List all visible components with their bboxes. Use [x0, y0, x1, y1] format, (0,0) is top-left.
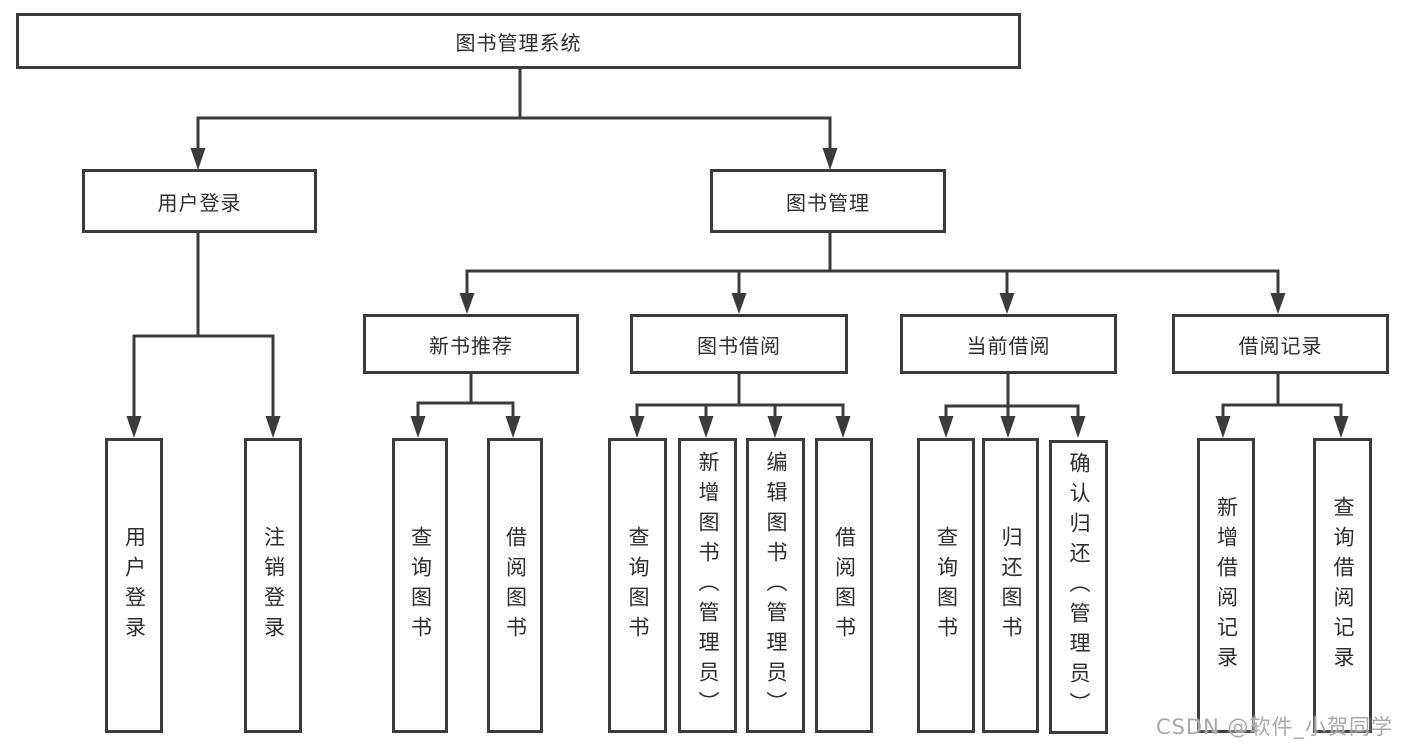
node-bb-borrow-books: 借阅图书 — [815, 438, 873, 733]
node-bb-edit-books-label: 编辑图书（管理员） — [764, 450, 788, 721]
node-user-login-label: 用户登录 — [157, 190, 242, 215]
node-root: 图书管理系统 — [16, 13, 1021, 69]
node-bb-query-books: 查询图书 — [608, 438, 667, 733]
node-br-query-record: 查询借阅记录 — [1313, 438, 1372, 733]
node-book-borrow-label: 图书借阅 — [697, 333, 781, 358]
watermark-text: CSDN @软件_小贺同学 — [1155, 715, 1393, 739]
node-login-label: 用户登录 — [122, 525, 147, 646]
node-cb-confirm-return: 确认归还（管理员） — [1049, 440, 1108, 734]
node-current-borrow: 当前借阅 — [900, 314, 1117, 374]
node-cb-return-books-label: 归还图书 — [999, 525, 1023, 646]
node-bb-add-books: 新增图书（管理员） — [678, 438, 737, 733]
node-borrow-records: 借阅记录 — [1172, 314, 1389, 374]
node-current-borrow-label: 当前借阅 — [966, 333, 1051, 358]
node-borrow-records-label: 借阅记录 — [1238, 333, 1323, 358]
node-logout-label: 注销登录 — [261, 525, 286, 646]
node-nb-borrow-books-label: 借阅图书 — [503, 525, 528, 646]
node-bb-add-books-label: 新增图书（管理员） — [696, 450, 720, 721]
node-cb-query-books: 查询图书 — [917, 438, 975, 733]
node-root-label: 图书管理系统 — [455, 30, 582, 55]
node-logout: 注销登录 — [244, 438, 302, 733]
node-br-add-record-label: 新增借阅记录 — [1214, 495, 1239, 676]
node-cb-confirm-return-label: 确认归还（管理员） — [1067, 452, 1091, 722]
node-book-borrow: 图书借阅 — [630, 314, 848, 374]
node-book-mgmt: 图书管理 — [710, 169, 946, 233]
node-nb-query-books: 查询图书 — [392, 438, 448, 733]
node-br-add-record: 新增借阅记录 — [1197, 438, 1255, 733]
node-cb-return-books: 归还图书 — [982, 438, 1039, 733]
node-br-query-record-label: 查询借阅记录 — [1331, 495, 1355, 676]
node-new-book-rec: 新书推荐 — [363, 314, 579, 374]
node-nb-borrow-books: 借阅图书 — [487, 438, 543, 733]
node-new-book-rec-label: 新书推荐 — [429, 333, 513, 358]
node-cb-query-books-label: 查询图书 — [934, 525, 959, 646]
node-bb-edit-books: 编辑图书（管理员） — [746, 438, 805, 733]
node-user-login: 用户登录 — [82, 169, 317, 233]
node-book-mgmt-label: 图书管理 — [786, 190, 870, 215]
node-bb-query-books-label: 查询图书 — [626, 525, 650, 646]
node-nb-query-books-label: 查询图书 — [408, 525, 433, 646]
node-login: 用户登录 — [105, 438, 163, 733]
node-bb-borrow-books-label: 借阅图书 — [832, 525, 857, 646]
